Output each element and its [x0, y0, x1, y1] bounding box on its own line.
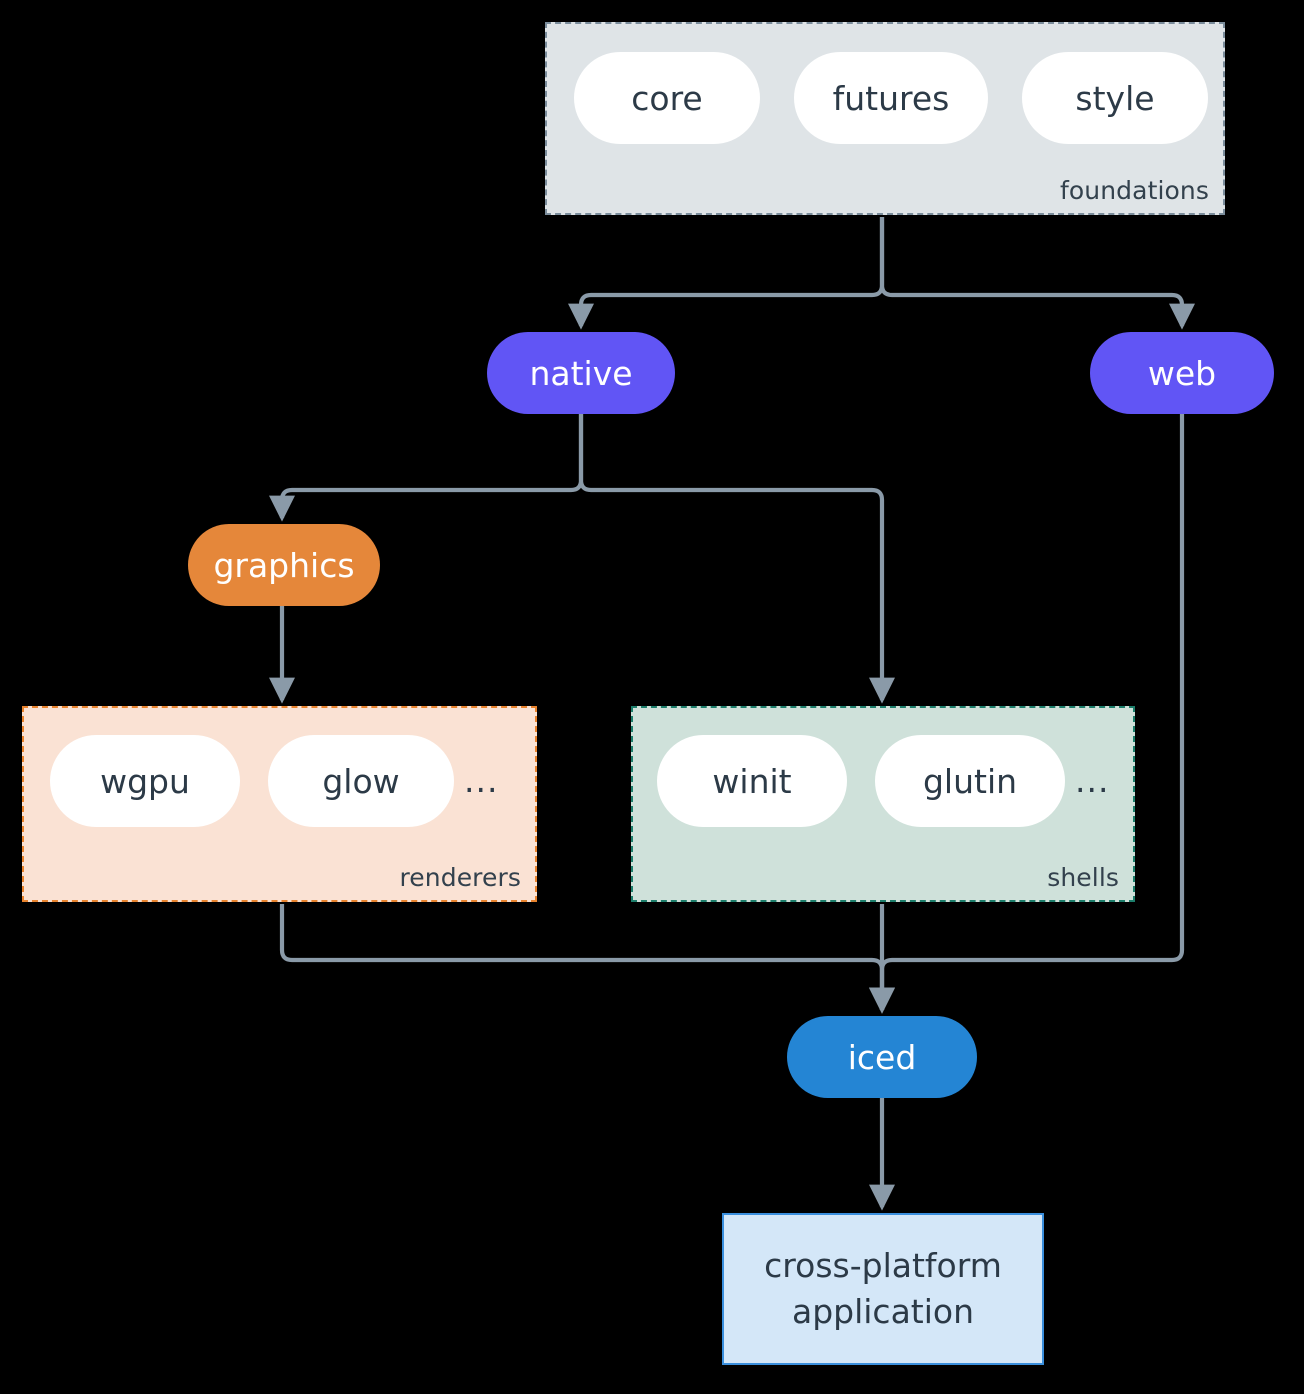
renderers-more-ellipsis: ... [464, 761, 499, 801]
foundations-items: core futures style [574, 52, 1208, 144]
node-native[interactable]: native [487, 332, 675, 414]
node-glow[interactable]: glow [268, 735, 454, 827]
node-cross-platform-application[interactable]: cross-platform application [722, 1213, 1044, 1365]
application-line-2: application [791, 1292, 975, 1331]
node-web[interactable]: web [1090, 332, 1274, 414]
node-iced[interactable]: iced [787, 1016, 977, 1098]
node-glutin[interactable]: glutin [875, 735, 1065, 827]
edge-native-graphics [268, 414, 584, 522]
edge-foundations-web [879, 217, 1196, 330]
node-style[interactable]: style [1022, 52, 1208, 144]
edge-renderers-iced [279, 904, 896, 1014]
group-label-renderers: renderers [399, 863, 521, 892]
node-futures[interactable]: futures [794, 52, 988, 144]
group-label-foundations: foundations [1060, 176, 1209, 205]
shells-items: winit glutin ... [657, 735, 1109, 827]
group-shells: winit glutin ... shells [631, 706, 1135, 902]
node-winit[interactable]: winit [657, 735, 847, 827]
group-label-shells: shells [1047, 863, 1119, 892]
group-foundations: core futures style foundations [545, 22, 1225, 215]
node-wgpu[interactable]: wgpu [50, 735, 240, 827]
edge-native-shells [578, 414, 896, 704]
node-core[interactable]: core [574, 52, 760, 144]
edge-foundations-native [567, 217, 885, 330]
application-line-1: cross-platform [764, 1246, 1002, 1286]
group-renderers: wgpu glow ... renderers [22, 706, 537, 902]
node-graphics[interactable]: graphics [188, 524, 380, 606]
shells-more-ellipsis: ... [1075, 761, 1110, 801]
renderers-items: wgpu glow ... [50, 735, 498, 827]
